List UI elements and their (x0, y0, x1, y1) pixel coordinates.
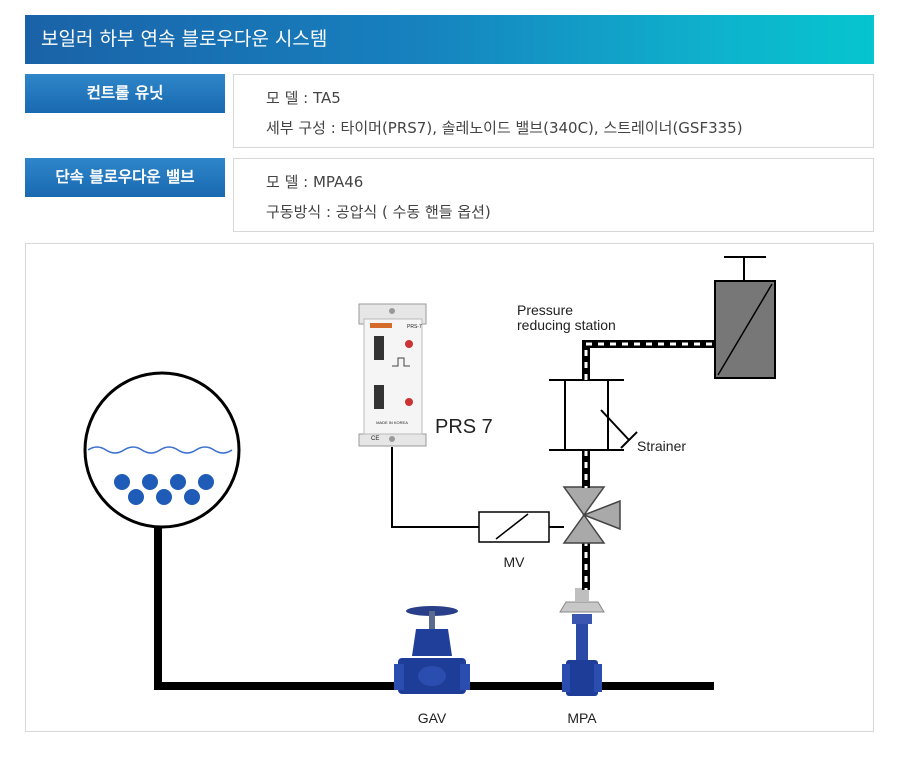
gav-valve (394, 606, 470, 694)
water-level (87, 446, 233, 454)
control-unit-model: 모 델 : TA5 (266, 89, 341, 107)
mpa-valve (559, 588, 605, 696)
svg-text:PRS-7: PRS-7 (407, 324, 422, 330)
svg-text:MADE IN KOREA: MADE IN KOREA (376, 420, 408, 425)
strainer (549, 379, 638, 451)
blowdown-pipe (154, 527, 714, 690)
pressure-label-2: reducing station (517, 317, 616, 333)
three-way-valve (562, 486, 621, 544)
blowdown-valve-model: 모 델 : MPA46 (266, 173, 364, 191)
blowdown-valve-info: 모 델 : MPA46 구동방식 : 공압식 ( 수동 핸들 옵션) (233, 158, 874, 232)
control-unit-info: 모 델 : TA5 세부 구성 : 타이머(PRS7), 솔레노이드 밸브(34… (233, 74, 874, 148)
signal-wire (391, 447, 479, 528)
page-title: 보일러 하부 연속 블로우다운 시스템 (25, 15, 874, 64)
solenoid-valve-mv (478, 511, 564, 543)
pressure-reducing-station (714, 256, 776, 379)
air-line-upper (582, 340, 714, 380)
water-bubbles (114, 474, 214, 505)
gav-label: GAV (418, 710, 447, 726)
boiler-vessel (83, 371, 241, 529)
mpa-label: MPA (567, 710, 597, 726)
svg-text:CE: CE (371, 436, 379, 442)
mv-label: MV (504, 554, 526, 570)
system-diagram: GAV MPA (25, 243, 874, 732)
strainer-label: Strainer (637, 438, 686, 454)
prs7-timer: PRS-7 MADE IN KOREA CE (358, 303, 427, 447)
control-unit-components: 세부 구성 : 타이머(PRS7), 솔레노이드 밸브(340C), 스트레이너… (266, 119, 743, 137)
control-unit-label: 컨트롤 유닛 (25, 74, 225, 113)
prs7-label: PRS 7 (435, 416, 493, 438)
blowdown-valve-drive: 구동방식 : 공압식 ( 수동 핸들 옵션) (266, 203, 491, 221)
blowdown-valve-label: 단속 블로우다운 밸브 (25, 158, 225, 197)
pressure-label-1: Pressure (517, 302, 573, 318)
